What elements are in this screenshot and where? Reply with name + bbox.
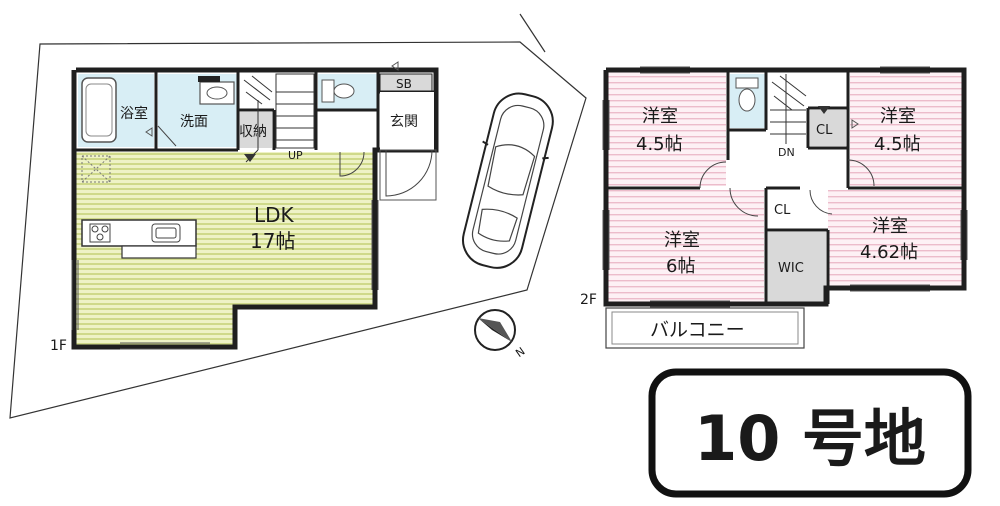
car-icon	[462, 92, 554, 269]
closet-2-label: CL	[774, 203, 791, 218]
room-ne-floor	[850, 72, 962, 186]
toilet-icon-1f	[321, 79, 355, 103]
bath-ventilation-icon	[145, 127, 153, 137]
stairs-down-arrow-icon	[818, 106, 830, 114]
wic-label: WIC	[778, 261, 804, 276]
floor-2-interior-walls	[606, 70, 964, 304]
room-label-se: 洋室	[872, 216, 908, 237]
closet-1-label: CL	[816, 123, 833, 138]
room-label-sw: 洋室	[664, 230, 700, 251]
balcony-label: バルコニー	[650, 319, 745, 341]
toilet-icon-2f	[735, 77, 759, 112]
room-label-bath: 浴室	[120, 105, 148, 122]
washbasin-icon	[199, 81, 235, 105]
shoe-box-marker-icon	[391, 61, 399, 71]
room-size-ne: 4.5帖	[874, 134, 921, 155]
ldk-floor	[76, 152, 375, 345]
room-label-ldk: LDK	[254, 203, 295, 227]
room-label-washroom: 洗面	[180, 114, 208, 130]
room-size-se: 4.62帖	[860, 242, 918, 263]
bathtub-icon	[81, 77, 117, 143]
lot-badge-frame	[648, 368, 972, 498]
stairs-1f	[243, 73, 315, 163]
kitchen-back-counter	[121, 245, 197, 259]
storage-floor	[238, 112, 272, 148]
closet-1-floor	[810, 110, 846, 146]
room-label-shoe-box: SB	[396, 77, 412, 91]
room-label-entrance: 玄関	[390, 113, 418, 130]
fridge-space	[81, 155, 111, 183]
lot-number-label: 10 号地	[694, 402, 926, 475]
floor-2: 洋室 4.5帖 洋室 4.5帖 洋室 6帖 洋室 4.62帖 CL CL WIC…	[580, 66, 968, 349]
floor-level-2f: 2F	[580, 292, 597, 308]
washing-machine-icon	[198, 76, 220, 82]
wic-floor	[766, 232, 826, 302]
room-size-nw: 4.5帖	[636, 134, 683, 155]
floor-2-door-swings	[699, 159, 875, 217]
entrance-floor	[380, 92, 434, 150]
closet-marker-icon	[851, 119, 859, 129]
room-label-nw: 洋室	[642, 106, 678, 127]
room-label-storage: 収納	[239, 124, 267, 140]
room-size-sw: 6帖	[666, 256, 695, 277]
floor-1-windows	[71, 200, 379, 350]
room-sw-floor	[608, 190, 764, 302]
floor-1-outer-wall	[71, 67, 439, 350]
floor-2-outer-wall	[603, 67, 967, 307]
site-boundary-extension	[519, 13, 546, 53]
stairs-down-label: DN	[778, 146, 795, 159]
floor-1-interior-walls	[76, 70, 436, 152]
ldk-door-swing	[339, 151, 365, 177]
floor-level-1f: 1F	[50, 338, 67, 354]
room-se-floor	[828, 190, 962, 286]
stairs-2f	[770, 74, 807, 144]
sink-icon	[151, 223, 181, 243]
room-label-ne: 洋室	[880, 106, 916, 127]
balcony	[605, 307, 805, 349]
wash-door-swing	[157, 125, 177, 147]
site-boundary	[9, 41, 587, 419]
entrance-door-swing	[385, 149, 433, 197]
room-nw-floor	[608, 72, 726, 186]
floor-2-windows	[602, 66, 968, 308]
stove-icon	[89, 223, 111, 243]
compass-icon: N	[474, 309, 527, 360]
compass-north-label: N	[513, 345, 527, 360]
room-size-ldk: 17帖	[250, 229, 295, 253]
stairs-up-label: UP	[288, 149, 303, 162]
porch	[379, 149, 437, 201]
stairs-up-arrow-icon	[244, 154, 256, 162]
floor-1: 浴室 洗面 収納 玄関 SB UP LDK 17帖 1F	[50, 61, 439, 354]
